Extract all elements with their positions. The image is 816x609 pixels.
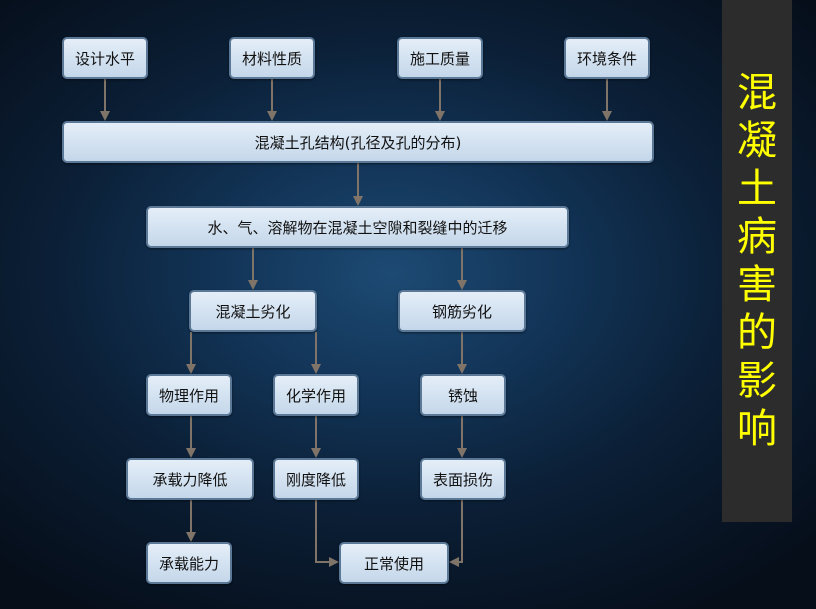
- title-char: 害: [737, 262, 777, 308]
- node-design-level: 设计水平: [62, 37, 148, 79]
- title-char: 响: [737, 406, 777, 452]
- arrow-surface-to-normal-use: [449, 500, 463, 567]
- node-bearing-capacity: 承载能力: [146, 542, 232, 584]
- arrow-stiffness-to-normal-use: [315, 500, 339, 567]
- node-construction-quality: 施工质量: [397, 37, 483, 79]
- title-char: 混: [737, 70, 777, 116]
- node-bearing-capacity-reduction: 承载力降低: [126, 458, 254, 500]
- node-environment-condition: 环境条件: [564, 37, 650, 79]
- node-surface-damage: 表面损伤: [420, 458, 506, 500]
- node-physical-action: 物理作用: [146, 374, 232, 416]
- node-concrete-deterioration: 混凝土劣化: [189, 290, 317, 332]
- node-rebar-deterioration: 钢筋劣化: [398, 290, 526, 332]
- title-char: 病: [737, 214, 777, 260]
- title-char: 土: [737, 166, 777, 212]
- node-material-property: 材料性质: [229, 37, 315, 79]
- node-chemical-action: 化学作用: [273, 374, 359, 416]
- node-stiffness-reduction: 刚度降低: [273, 458, 359, 500]
- node-corrosion: 锈蚀: [420, 374, 506, 416]
- node-migration: 水、气、溶解物在混凝土空隙和裂缝中的迁移: [146, 206, 569, 248]
- node-normal-use: 正常使用: [339, 542, 449, 584]
- title-char: 影: [737, 358, 777, 404]
- title-char: 凝: [737, 118, 777, 164]
- node-pore-structure: 混凝土孔结构(孔径及孔的分布): [62, 121, 654, 163]
- title-char: 的: [737, 310, 777, 356]
- vertical-title-panel: 混 凝 土 病 害 的 影 响: [722, 0, 792, 522]
